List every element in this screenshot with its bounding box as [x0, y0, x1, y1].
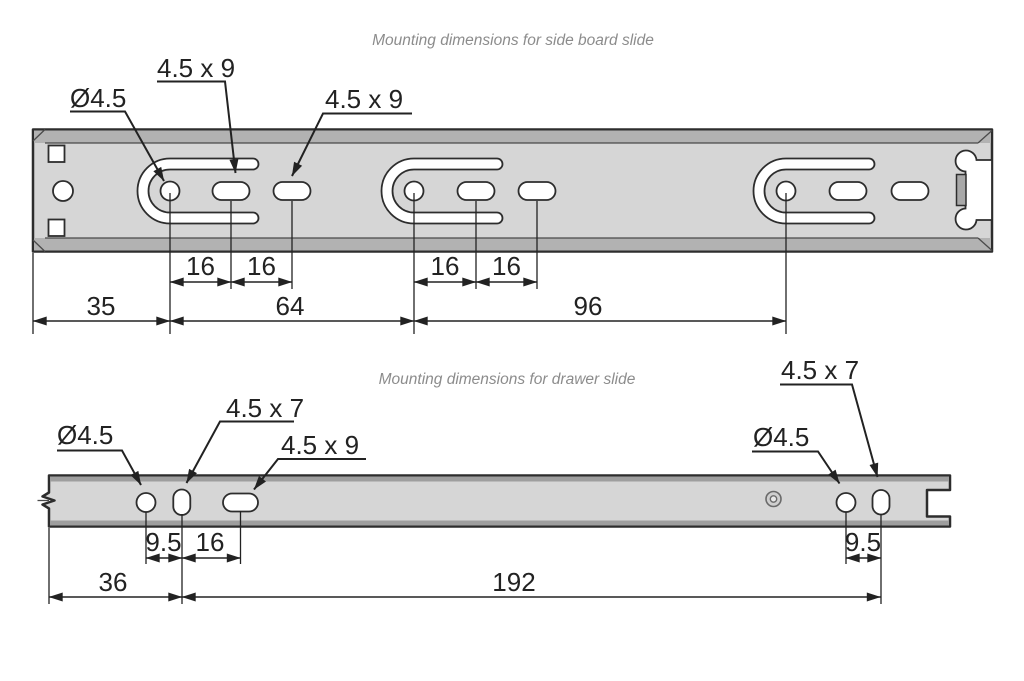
callout-slot-small-left-leader — [185, 420, 294, 484]
drawer-slide-title: Mounting dimensions for drawer slide — [379, 371, 636, 388]
callout-slot-small-right-leader — [780, 383, 879, 478]
callout-hole-leader — [70, 110, 165, 182]
dim-64-value: 64 — [276, 291, 305, 321]
side-board-rail — [31, 128, 994, 253]
side-board-slide-diagram: Mounting dimensions for side board slide — [31, 32, 994, 334]
callout-slot-b-leader — [291, 112, 412, 177]
callout-hole-right-leader — [752, 450, 841, 485]
vertical-slot-left — [172, 488, 192, 516]
drawer-rail — [37, 474, 952, 528]
dim-95-right-value: 9.5 — [845, 527, 881, 557]
rail-bottom-fold — [34, 238, 991, 251]
square-hole-bottom — [47, 218, 66, 237]
rail-fold-lines — [32, 129, 993, 252]
dim-16-value: 16 — [196, 527, 225, 557]
callout-slot-a-label: 4.5 x 9 — [157, 53, 235, 83]
mounting-hole-left — [135, 492, 157, 513]
dim-96-value: 96 — [574, 291, 603, 321]
callout-hole-diameter-label: Ø4.5 — [70, 83, 126, 113]
callout-hole-right-label: Ø4.5 — [753, 422, 809, 452]
dim-95-left-value: 9.5 — [145, 527, 181, 557]
dim-16-4-value: 16 — [492, 251, 521, 281]
dim-35-value: 35 — [87, 291, 116, 321]
callout-hole-left-leader — [57, 449, 142, 486]
callout-slot-long-leader — [253, 458, 366, 491]
end-notch — [954, 149, 993, 231]
side-board-dimensions: 16 16 16 16 35 64 96 — [32, 193, 787, 334]
u-slot-2 — [380, 157, 504, 225]
dim-192-value: 192 — [492, 567, 535, 597]
side-board-callouts: Ø4.5 4.5 x 9 4.5 x 9 — [70, 53, 412, 182]
u-slot-3 — [752, 157, 876, 225]
callout-slot-b-label: 4.5 x 9 — [325, 84, 403, 114]
rail-top-fold — [50, 476, 949, 482]
oval-slot-4 — [517, 181, 557, 201]
dim-16-1-value: 16 — [186, 251, 215, 281]
drawer-slide-diagram: Mounting dimensions for drawer slide Ø4.… — [37, 355, 952, 604]
latch-tab — [955, 173, 967, 207]
oval-slot-6 — [890, 181, 930, 201]
square-hole-top — [47, 144, 66, 163]
extension-lines — [32, 193, 787, 334]
callout-slot-small-left-label: 4.5 x 7 — [226, 393, 304, 423]
oval-slot-5 — [828, 181, 868, 201]
dim-16-3-value: 16 — [431, 251, 460, 281]
side-board-slide-title: Mounting dimensions for side board slide — [372, 32, 654, 49]
mounting-hole-right — [835, 492, 857, 513]
end-round-hole — [52, 180, 74, 202]
drawer-dimensions: 9.5 16 9.5 36 192 — [48, 511, 882, 604]
rivet-inner — [769, 495, 778, 503]
oval-slot-1 — [211, 181, 251, 201]
rail-body — [41, 474, 952, 528]
oval-slot-3 — [456, 181, 496, 201]
dim-16-2-value: 16 — [247, 251, 276, 281]
u-slot-1 — [136, 157, 260, 225]
horizontal-slot — [222, 492, 259, 513]
callout-slot-small-right-label: 4.5 x 7 — [781, 355, 859, 385]
callout-slot-a-leader — [157, 80, 239, 174]
rail-bottom-fold — [50, 520, 949, 526]
callout-hole-left-label: Ø4.5 — [57, 420, 113, 450]
dim-36-value: 36 — [99, 567, 128, 597]
vertical-slot-right — [871, 489, 891, 516]
callout-slot-long-label: 4.5 x 9 — [281, 430, 359, 460]
rail-top-fold — [34, 130, 991, 143]
drawer-callouts: Ø4.5 4.5 x 7 4.5 x 9 4.5 x 7 Ø4.5 — [57, 355, 879, 491]
oval-slot-2 — [272, 181, 312, 201]
